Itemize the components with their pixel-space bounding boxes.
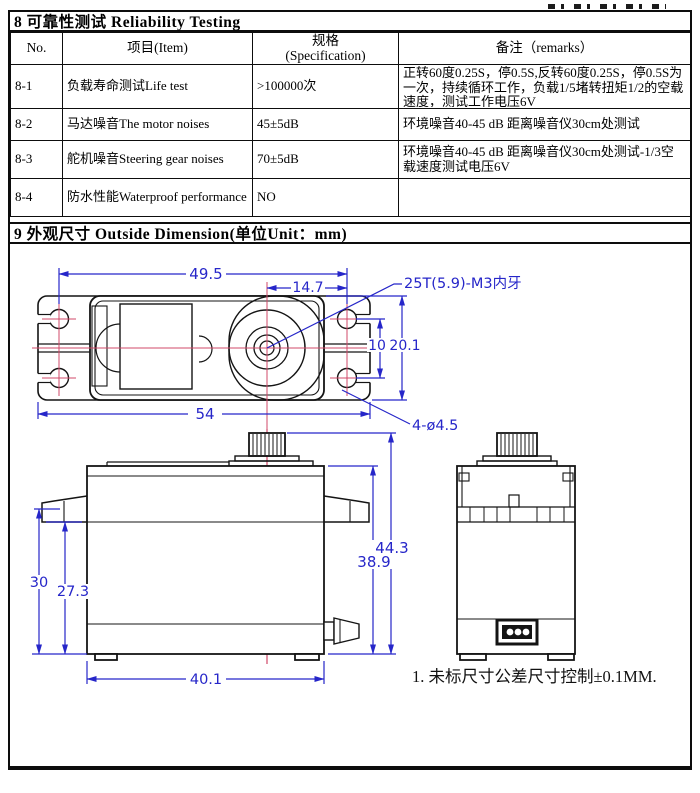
table-row: 8-4 防水性能Waterproof performance NO xyxy=(10,178,691,217)
centerlines xyxy=(32,282,377,449)
clipped-page-header-text xyxy=(548,4,666,9)
svg-text:14.7: 14.7 xyxy=(292,280,323,296)
cell-remark: 环境噪音40-45 dB 距离噪音仪30cm处测试-1/3空载速度测试电压6V xyxy=(398,140,691,179)
svg-text:30: 30 xyxy=(30,575,48,591)
connector-port xyxy=(495,618,539,646)
svg-text:25T(5.9)-M3内牙: 25T(5.9)-M3内牙 xyxy=(404,275,522,292)
table-row: 8-3 舵机噪音Steering gear noises 70±5dB 环境噪音… xyxy=(10,140,691,179)
end-view xyxy=(456,432,576,661)
tolerance-note: 1. 未标尺寸公差尺寸控制±0.1MM. xyxy=(412,667,657,686)
svg-text:20.1: 20.1 xyxy=(389,338,420,354)
cell-no: 8-1 xyxy=(10,64,63,109)
reliability-table: No. 项目(Item) 规格 (Specification) 备注（remar… xyxy=(10,32,691,217)
svg-text:54: 54 xyxy=(195,405,214,423)
col-header-no: No. xyxy=(10,32,63,65)
col-header-spec: 规格 (Specification) xyxy=(252,32,399,65)
cell-item: 负载寿命测试Life test xyxy=(62,64,253,109)
cell-no: 8-2 xyxy=(10,108,63,141)
svg-text:10: 10 xyxy=(368,338,386,354)
table-header-row: No. 项目(Item) 规格 (Specification) 备注（remar… xyxy=(10,32,691,65)
cell-spec: NO xyxy=(252,178,399,217)
page-frame: 8 可靠性测试 Reliability Testing No. 项目(Item)… xyxy=(8,10,692,770)
section9-title: 9 外观尺寸 Outside Dimension(单位Unit：mm) xyxy=(10,222,690,244)
cell-no: 8-3 xyxy=(10,140,63,179)
front-view: 30 27.3 44.3 38.9 40.1 xyxy=(27,429,412,688)
cell-spec: >100000次 xyxy=(252,64,399,109)
section8-title: 8 可靠性测试 Reliability Testing xyxy=(10,12,690,32)
top-view: 49.5 14.7 25T(5.9)-M3内牙 10 20.1 54 4-ø4.… xyxy=(32,265,522,449)
col-header-remarks: 备注（remarks） xyxy=(398,32,691,65)
cell-spec: 45±5dB xyxy=(252,108,399,141)
table-row: 8-1 负载寿命测试Life test >100000次 正转60度0.25S，… xyxy=(10,64,691,109)
svg-text:40.1: 40.1 xyxy=(190,672,222,688)
top-view-dim-text: 49.5 14.7 25T(5.9)-M3内牙 10 20.1 54 4-ø4.… xyxy=(186,265,522,434)
cell-remark: 环境噪音40-45 dB 距离噪音仪30cm处测试 xyxy=(398,108,691,141)
servo-drawing-svg: 49.5 14.7 25T(5.9)-M3内牙 10 20.1 54 4-ø4.… xyxy=(27,265,657,688)
cell-item: 防水性能Waterproof performance xyxy=(62,178,253,217)
svg-text:44.3: 44.3 xyxy=(375,539,408,557)
svg-text:38.9: 38.9 xyxy=(357,553,390,571)
cell-item: 舵机噪音Steering gear noises xyxy=(62,140,253,179)
svg-text:4-ø4.5: 4-ø4.5 xyxy=(412,418,458,434)
dimension-drawing: 49.5 14.7 25T(5.9)-M3内牙 10 20.1 54 4-ø4.… xyxy=(10,244,690,766)
cell-remark xyxy=(398,178,691,217)
cell-remark: 正转60度0.25S，停0.5S,反转60度0.25S，停0.5S为一次，持续循… xyxy=(398,64,691,109)
cell-no: 8-4 xyxy=(10,178,63,217)
table-row: 8-2 马达噪音The motor noises 45±5dB 环境噪音40-4… xyxy=(10,108,691,141)
svg-text:49.5: 49.5 xyxy=(189,265,222,283)
cell-item: 马达噪音The motor noises xyxy=(62,108,253,141)
cell-spec: 70±5dB xyxy=(252,140,399,179)
col-header-item: 项目(Item) xyxy=(62,32,253,65)
front-view-dim-text: 30 27.3 44.3 38.9 40.1 xyxy=(27,539,412,688)
svg-text:27.3: 27.3 xyxy=(57,584,89,600)
